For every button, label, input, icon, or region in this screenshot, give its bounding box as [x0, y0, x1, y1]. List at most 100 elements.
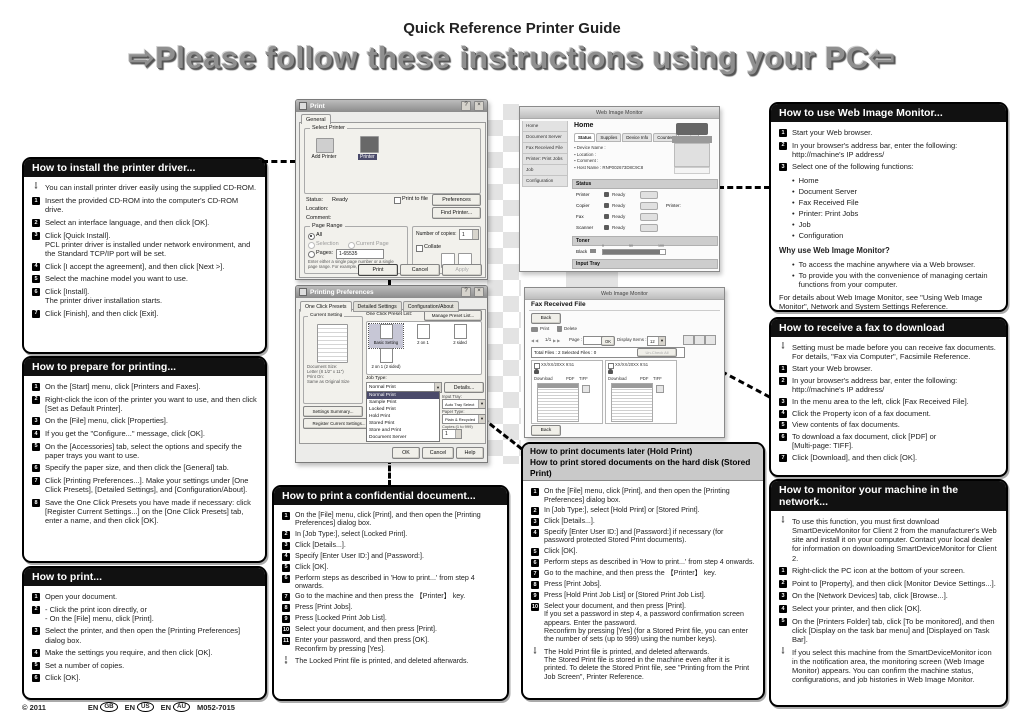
tiff-link: TIFF	[653, 376, 662, 381]
fax-titlebar: Web Image Monitor	[525, 288, 724, 300]
bullet-icon: •	[792, 271, 795, 281]
step-number: 3	[779, 397, 787, 406]
step-text: On the [Network Devices] tab, click [Bro…	[792, 591, 948, 601]
step-text: On the [File] menu, click [Properties].	[45, 416, 168, 426]
step-number: 5	[32, 661, 40, 670]
step-number: 5	[32, 442, 40, 451]
pager-prev-icons: ◀◀	[531, 338, 540, 343]
wim-menu-item: Home	[522, 121, 568, 132]
step-text: Click [Details...].	[295, 540, 346, 549]
comment-label: Comment:	[306, 215, 332, 221]
bullet-item: •Document Server	[779, 187, 998, 196]
step-number: 3	[531, 518, 539, 527]
main-heading: ⇨Please follow these instructions using …	[128, 40, 896, 75]
download-label: Download	[534, 376, 553, 381]
bullet-icon: •	[792, 259, 795, 269]
step-item: 2- Click the print icon directly, or - O…	[32, 605, 257, 623]
step-number: 6	[32, 464, 40, 473]
note: To use this function, you must first dow…	[779, 517, 998, 563]
select-printer-group	[304, 128, 481, 194]
step-number: 2	[779, 579, 787, 588]
lang-en: EN	[160, 702, 172, 712]
step-text: Point to [Property], and then click [Mon…	[792, 578, 996, 588]
step-text: - Click the print icon directly, or - On…	[45, 604, 154, 623]
wim-tab: Status	[574, 133, 596, 142]
fax-document-card: XX/XX/20XX 9:51 Download PDF TIFF	[531, 360, 603, 424]
howto-receive-fax-box: How to receive a fax to download Setting…	[769, 317, 1008, 477]
box-title: How to monitor your machine in the netwo…	[771, 481, 1006, 511]
status-row-name: Scanner	[576, 225, 594, 230]
ready-icon	[604, 203, 609, 208]
step-number: 6	[779, 433, 787, 442]
help-titlebar-icon: ?	[461, 287, 471, 297]
step-number: 10	[282, 626, 290, 635]
all-label: All	[316, 232, 323, 238]
step-number: 1	[779, 567, 787, 576]
prefs-tab: Detailed Settings	[352, 301, 402, 312]
preset-list-label: One Click Preset List:	[366, 312, 413, 317]
printer-group-label: Printer:	[666, 203, 681, 208]
step-number: 5	[779, 617, 787, 626]
input-tray-section-header: Input Tray	[572, 259, 718, 269]
step-number: 7	[32, 309, 40, 318]
step-text: On the [File] menu, click [Print], and t…	[295, 511, 481, 528]
step-text: Enter your password, and then press [OK]…	[295, 636, 430, 653]
wim-titlebar: Web Image Monitor	[520, 107, 719, 119]
job-type-option: Store and Print	[369, 427, 401, 433]
why-list: •To access the machine anywhere via a We…	[779, 260, 998, 289]
display-items-dropdown: 12	[647, 336, 666, 346]
status-row-button	[640, 191, 658, 199]
selection-radio	[308, 242, 315, 249]
step-number: 2	[32, 395, 40, 404]
step-number: 8	[531, 580, 539, 589]
model-number: M052-7015	[196, 702, 235, 712]
input-tray-label: Input Tray:	[442, 394, 462, 399]
region-au-badge: AU	[173, 702, 190, 712]
fax-date: XX/XX/20XX 9:51	[615, 362, 649, 367]
device-info-line: Location :	[574, 152, 643, 157]
ready-icon	[604, 214, 609, 219]
note-icon	[779, 649, 787, 685]
step-text: View contents of fax documents.	[792, 420, 900, 430]
sender-icon	[608, 369, 613, 374]
back-button: Back	[531, 313, 561, 324]
step-text: Click [Printing Preferences...]. Make yo…	[45, 476, 249, 495]
bullet-text: Fax Received File	[798, 197, 859, 207]
step-text: Perform steps as described in 'How to pr…	[544, 557, 755, 566]
step-text: Click [Install]. The printer driver inst…	[45, 286, 163, 305]
copies-label: Number of copies:	[416, 231, 457, 237]
step-number: 7	[282, 593, 290, 602]
step-number: 2	[779, 141, 787, 150]
step-number: 5	[32, 275, 40, 284]
preset-2sided: 2 sided	[443, 324, 477, 348]
all-radio	[308, 233, 315, 240]
step-text: Select your printer, and then click [OK]…	[792, 604, 922, 614]
preferences-button: Preferences	[432, 194, 481, 206]
view-mode-button	[683, 335, 694, 345]
step-number: 6	[531, 558, 539, 567]
print-toolbar-icon	[531, 327, 538, 332]
bullet-text: Home	[798, 175, 819, 185]
property-icon	[582, 385, 590, 393]
print-to-file-label: Print to file	[402, 196, 428, 202]
step-number: 10	[531, 602, 539, 611]
preview-thumbnail	[317, 324, 348, 363]
why-subheading: Why use Web Image Monitor?	[779, 246, 890, 256]
box-title: How to print a confidential document...	[274, 487, 507, 505]
